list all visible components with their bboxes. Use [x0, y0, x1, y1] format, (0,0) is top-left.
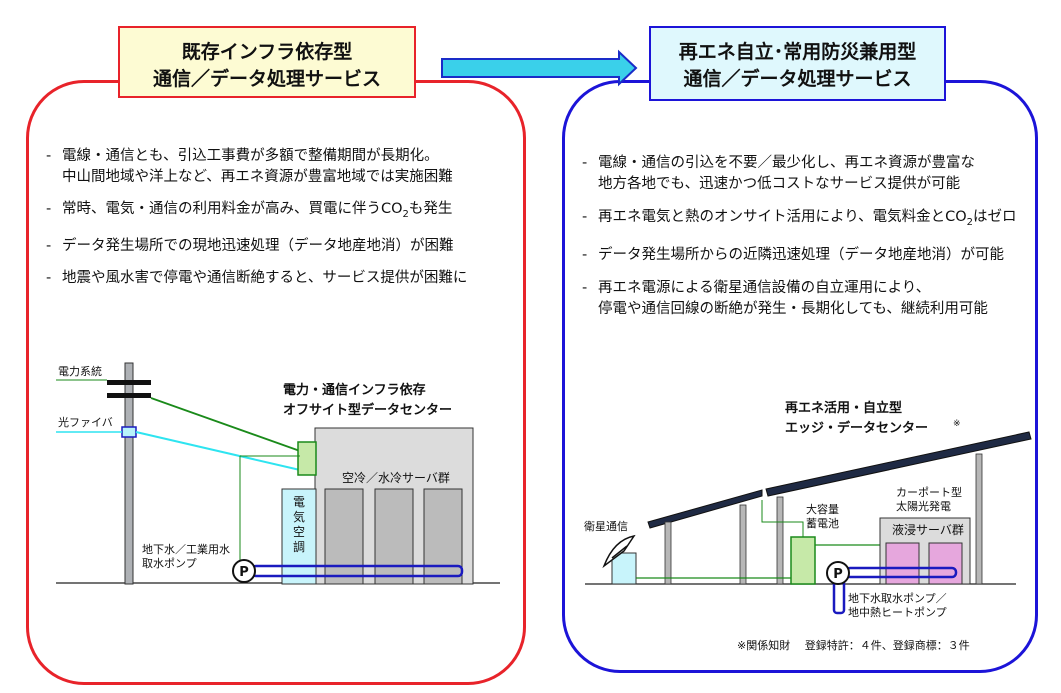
datacenter-title-line2: オフサイト型データセンター — [283, 402, 452, 418]
right-title-box: 再エネ自立･常用防災兼用型 通信／データ処理サービス — [649, 26, 946, 101]
bullet-text: はゼロ — [973, 209, 1017, 225]
pump-symbol: P — [833, 567, 843, 582]
server-rack — [324, 488, 364, 585]
ac-label-char: 空 — [293, 525, 305, 539]
carport-post — [664, 521, 672, 585]
bullet-text: 中山間地域や洋上など、再エネ資源が豊富地域では実施困難 — [62, 169, 453, 185]
server-group-label: 空冷／水冷サーバ群 — [342, 471, 450, 485]
left-bullet-list: 電線・通信とも、引込工事費が多額で整備期間が長期化。中山間地域や洋上など、再エネ… — [46, 146, 486, 300]
right-title-line1: 再エネ自立･常用防災兼用型 — [678, 41, 917, 63]
fiber-junction-box — [121, 426, 137, 438]
carport-label-line1: カーポート型 — [896, 485, 962, 499]
pump-icon — [826, 561, 850, 585]
edge-dc-title-line2: エッジ・データセンター — [785, 420, 928, 436]
right-bullet: 再エネ電源による衛星通信設備の自立運用により、停電や通信回線の断絶が発生・長期化… — [582, 278, 1022, 320]
carport-post — [776, 496, 784, 585]
satellite-label: 衛星通信 — [584, 520, 628, 533]
fiber-feed-line — [135, 431, 301, 471]
ip-footnote: ※関係知財 登録特許：４件、登録商標：３件 — [737, 638, 970, 652]
pole-crossarm — [107, 393, 151, 398]
server-rack — [423, 488, 463, 585]
air-conditioner — [281, 488, 317, 585]
bullet-text: 再エネ電源による衛星通信設備の自立運用により、 — [598, 279, 931, 296]
ac-outdoor-unit — [297, 441, 317, 476]
left-bullet: データ発生場所での現地迅速処理（データ地産地消）が困難 — [46, 236, 486, 257]
ac-label-char: 電 — [293, 495, 305, 509]
subscript: 2 — [966, 216, 974, 228]
ac-label-char: 気 — [293, 509, 305, 524]
satellite-dish-arm — [611, 545, 628, 559]
left-title-line2: 通信／データ処理サービス — [152, 68, 381, 90]
bullet-text: 地方各地でも、迅速かつ低コストなサービス提供が可能 — [598, 176, 961, 192]
bullet-text: データ発生場所からの近隣迅速処理（データ地産地消）が可能 — [598, 246, 1004, 263]
left-bullet: 地震や風水害で停電や通信断絶すると、サービス提供が困難に — [46, 268, 486, 289]
pump-symbol: P — [239, 565, 249, 580]
edge-dc-title-line1: 再エネ活用・自立型 — [785, 400, 902, 416]
power-feed-line — [150, 397, 301, 452]
ac-label-char: 調 — [293, 540, 305, 554]
left-title-line1: 既存インフラ依存型 — [181, 41, 353, 63]
bullet-text: 地震や風水害で停電や通信断絶すると、サービス提供が困難に — [62, 269, 468, 286]
right-title-line2: 通信／データ処理サービス — [683, 68, 912, 90]
satellite-dish-icon — [602, 534, 636, 569]
right-bullet: データ発生場所からの近隣迅速処理（データ地産地消）が可能 — [582, 245, 1022, 266]
bullet-text: 常時、電気・通信の利用料金が高み、買電に伴うCO — [62, 201, 403, 217]
bullet-text: 再エネ電気と熱のオンサイト活用により、電気料金とCO — [598, 209, 967, 225]
battery-unit — [790, 536, 816, 585]
subscript: 2 — [402, 208, 409, 220]
right-diagram: 再エネ活用・自立型 エッジ・データセンター ※ 衛星通信 大容量 蓄電池 カーポ… — [584, 400, 1032, 652]
carport-post — [739, 504, 747, 585]
bullet-text: データ発生場所での現地迅速処理（データ地産地消）が困難 — [62, 237, 454, 254]
right-bullet: 電線・通信の引込を不要／最少化し、再エネ資源が豊富な地方各地でも、迅速かつ低コス… — [582, 153, 1022, 195]
pump-icon — [232, 559, 256, 583]
right-bullet-list: 電線・通信の引込を不要／最少化し、再エネ資源が豊富な地方各地でも、迅速かつ低コス… — [582, 153, 1022, 332]
satellite-unit — [611, 552, 637, 585]
bullet-text: 電線・通信の引込を不要／最少化し、再エネ資源が豊富な — [598, 155, 975, 171]
power-grid-label: 電力系統 — [58, 364, 102, 378]
server-rack — [374, 488, 414, 585]
carport-post — [975, 453, 983, 585]
left-bullet: 電線・通信とも、引込工事費が多額で整備期間が長期化。中山間地域や洋上など、再エネ… — [46, 146, 486, 188]
pump-label-line1: 地下水取水ポンプ／ — [848, 592, 947, 605]
left-diagram: 電力系統 光ファイバ 電力・通信インフラ依存 オフサイト型データセンター 空冷／… — [56, 362, 500, 585]
pole-crossarm — [107, 380, 151, 385]
bullet-text: も発生 — [408, 201, 453, 217]
battery-label-line2: 蓄電池 — [806, 517, 839, 530]
power-wire — [761, 500, 804, 537]
water-label-line1: 地下水／工業用水 — [142, 543, 230, 556]
datacenter-title-line1: 電力・通信インフラ依存 — [283, 382, 426, 398]
water-label-line2: 取水ポンプ — [142, 557, 197, 570]
battery-label-line1: 大容量 — [806, 502, 839, 516]
right-bullet: 再エネ電気と熱のオンサイト活用により、電気料金とCO2はゼロ — [582, 207, 1022, 233]
utility-pole — [124, 362, 134, 585]
bullet-text: 停電や通信回線の断絶が発生・長期化しても、継続利用可能 — [598, 300, 988, 317]
solar-panel — [647, 489, 763, 529]
immersion-label: 液浸サーバ群 — [892, 522, 964, 537]
left-bullet: 常時、電気・通信の利用料金が高み、買電に伴うCO2も発生 — [46, 199, 486, 225]
solar-panel — [765, 431, 1032, 497]
transition-arrow-icon — [441, 49, 638, 87]
carport-label-line2: 太陽光発電 — [896, 499, 951, 513]
pump-label-line2: 地中熱ヒートポンプ — [848, 606, 947, 619]
fiber-label: 光ファイバ — [58, 415, 113, 429]
bullet-text: 電線・通信とも、引込工事費が多額で整備期間が長期化。 — [62, 148, 439, 164]
edge-dc-title-mark: ※ — [953, 419, 961, 429]
left-title-box: 既存インフラ依存型 通信／データ処理サービス — [118, 26, 416, 98]
